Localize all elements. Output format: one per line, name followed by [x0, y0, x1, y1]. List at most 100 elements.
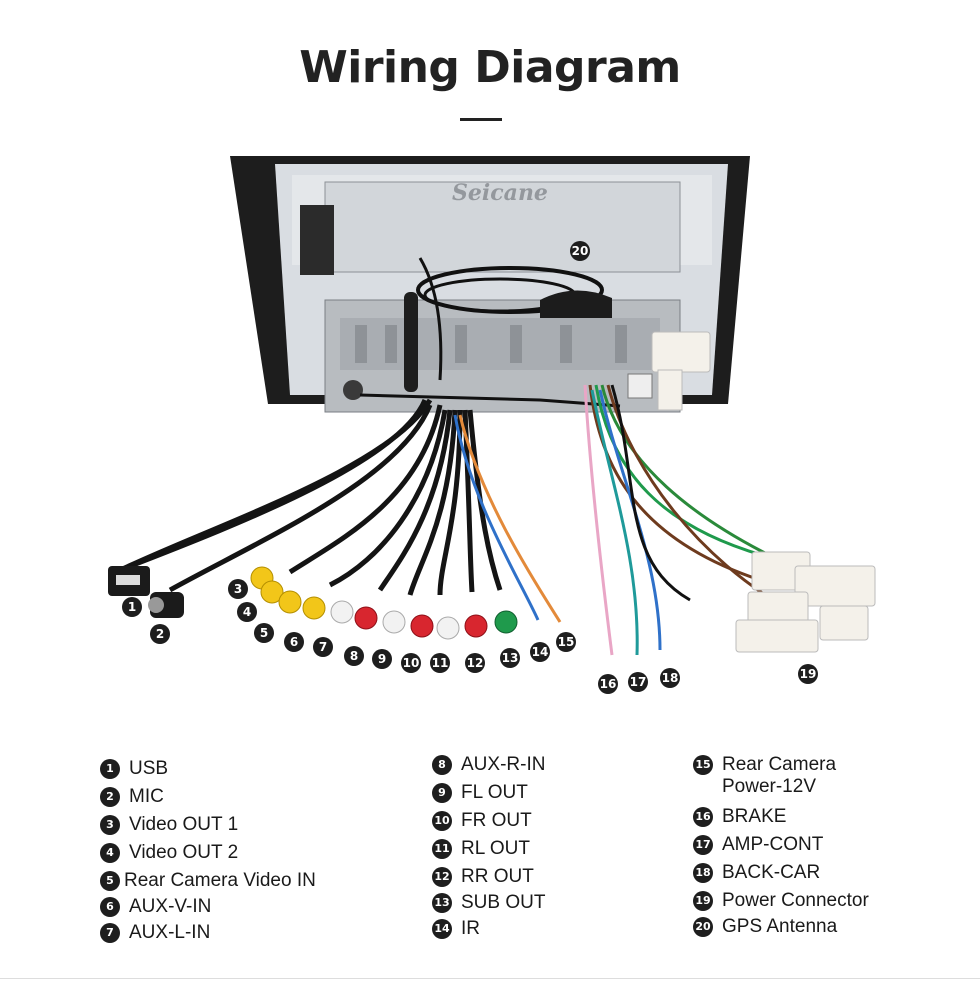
legend-item: 1 USB: [100, 758, 316, 786]
legend-label: Video OUT 2: [129, 842, 239, 863]
legend-item: 18 BACK-CAR: [693, 862, 869, 890]
svg-text:5: 5: [260, 626, 268, 640]
legend-label: FL OUT: [461, 782, 528, 803]
svg-text:20: 20: [572, 244, 589, 258]
legend-label: BACK-CAR: [722, 862, 821, 883]
number-badge: 9: [432, 783, 452, 803]
svg-text:16: 16: [600, 677, 617, 691]
legend-item: 7 AUX-L-IN: [100, 922, 316, 950]
svg-text:12: 12: [467, 656, 484, 670]
legend-label: MIC: [129, 786, 164, 807]
svg-text:15: 15: [558, 635, 575, 649]
number-badge: 14: [432, 919, 452, 939]
number-badge: 2: [100, 787, 120, 807]
svg-text:1: 1: [128, 600, 136, 614]
svg-text:4: 4: [243, 605, 251, 619]
svg-text:13: 13: [502, 651, 519, 665]
legend-item: 9 FL OUT: [432, 782, 545, 810]
callout-12: 12: [465, 653, 485, 673]
bottom-divider: [0, 978, 980, 979]
svg-text:8: 8: [350, 649, 358, 663]
svg-text:7: 7: [319, 640, 327, 654]
callout-8: 8: [344, 646, 364, 666]
connector-top: [651, 331, 711, 411]
svg-text:2: 2: [156, 627, 164, 641]
svg-text:10: 10: [403, 656, 420, 670]
legend-label: AUX-L-IN: [129, 922, 211, 943]
legend-item: 16 BRAKE: [693, 806, 869, 834]
callout-14: 14: [530, 642, 550, 662]
callout-13: 13: [500, 648, 520, 668]
callout-19: 19: [798, 664, 818, 684]
callout-1: 1: [122, 597, 142, 617]
black-cable-bundle: [108, 398, 503, 596]
number-badge: 13: [432, 893, 452, 913]
head-unit-chassis: [300, 181, 681, 413]
legend-label: RR OUT: [461, 866, 534, 887]
number-badge: 18: [693, 863, 713, 883]
callout-15: 15: [556, 632, 576, 652]
callout-18: 18: [660, 668, 680, 688]
legend-item: 14 IR: [432, 918, 545, 946]
number-badge: 1: [100, 759, 120, 779]
callout-6: 6: [284, 632, 304, 652]
blue-orange-wires: [453, 414, 562, 623]
callout-7: 7: [313, 637, 333, 657]
svg-text:9: 9: [378, 652, 386, 666]
svg-text:6: 6: [290, 635, 298, 649]
callout-9: 9: [372, 649, 392, 669]
svg-text:11: 11: [432, 656, 449, 670]
page-title: Wiring Diagram: [299, 42, 681, 93]
legend-label: GPS Antenna: [722, 916, 838, 937]
legend-label: Rear Camera Power-12V: [722, 754, 837, 797]
legend-label: Power Connector: [722, 890, 869, 911]
callout-16: 16: [598, 674, 618, 694]
svg-text:19: 19: [800, 667, 817, 681]
legend-label: Video OUT 1: [129, 814, 239, 835]
legend-label: AUX-R-IN: [461, 754, 546, 775]
gps-antenna: [416, 257, 612, 381]
legend-label: USB: [129, 758, 169, 779]
callout-5: 5: [254, 623, 274, 643]
number-badge: 15: [693, 755, 713, 775]
power-harness-wires: [583, 384, 801, 656]
number-badge: 19: [693, 891, 713, 911]
callout-2: 2: [150, 624, 170, 644]
usb-connector: [108, 566, 150, 596]
legend-label: RL OUT: [461, 838, 530, 859]
legend-label: IR: [461, 918, 480, 939]
callout-3: 3: [228, 579, 248, 599]
legend-label: BRAKE: [722, 806, 787, 827]
svg-text:14: 14: [532, 645, 549, 659]
callout-4: 4: [237, 602, 257, 622]
legend-item: 15 Rear Camera Power-12V: [693, 754, 869, 806]
number-badge: 4: [100, 843, 120, 863]
svg-text:18: 18: [662, 671, 679, 685]
number-badge: 10: [432, 811, 452, 831]
legend-item: 3 Video OUT 1: [100, 814, 316, 842]
legend-item: 19 Power Connector: [693, 890, 869, 916]
number-badge: 16: [693, 807, 713, 827]
title-underline: [460, 118, 502, 121]
wiring-photo: Seicane: [108, 156, 876, 694]
callout-20: 20: [570, 241, 590, 261]
number-badge: 6: [100, 897, 120, 917]
legend-label: AUX-V-IN: [129, 896, 212, 917]
svg-text:3: 3: [234, 582, 242, 596]
number-badge: 3: [100, 815, 120, 835]
number-badge: 7: [100, 923, 120, 943]
number-badge: 5: [100, 871, 120, 891]
legend-item: 4 Video OUT 2: [100, 842, 316, 870]
number-badge: 17: [693, 835, 713, 855]
